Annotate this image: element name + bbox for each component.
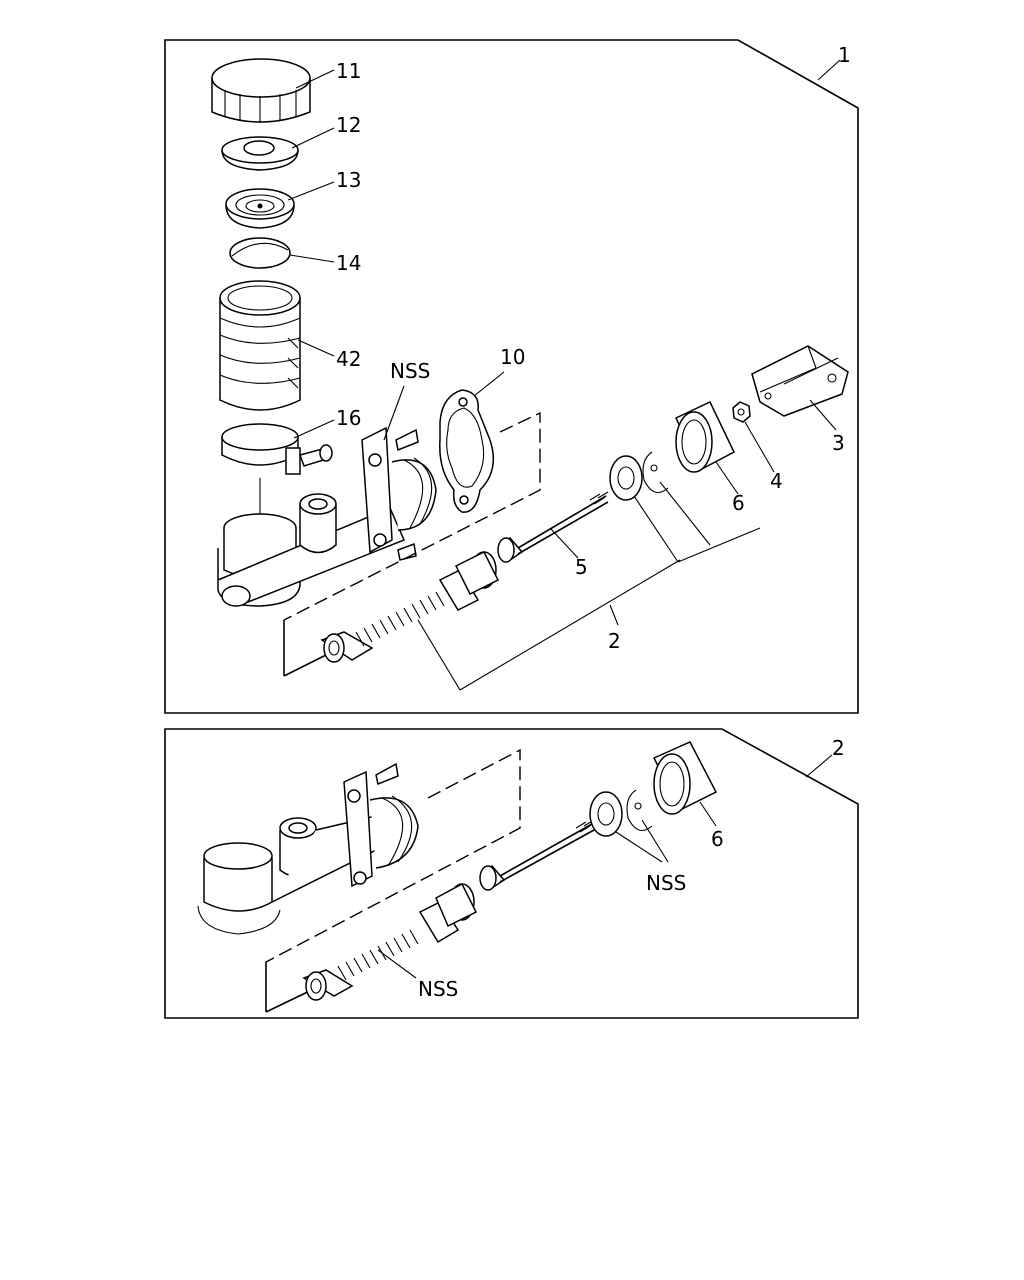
diaphragm-part xyxy=(225,181,335,229)
gasket-part xyxy=(439,371,505,513)
panel-2-snap-ring xyxy=(626,789,653,832)
reservoir-body-part xyxy=(219,280,335,411)
svg-text:2: 2 xyxy=(832,736,845,760)
clevis-part xyxy=(751,345,849,431)
callout-42: 42 xyxy=(336,347,361,371)
callout-2: 2 xyxy=(608,629,621,653)
callout-nss: NSS xyxy=(390,359,430,383)
callout-6-panel-2: 6 xyxy=(711,827,724,851)
boot-part xyxy=(675,401,739,495)
callout-10: 10 xyxy=(500,345,525,369)
nss-leader xyxy=(383,385,405,441)
callout-13: 13 xyxy=(336,168,361,192)
washer-part xyxy=(609,455,643,501)
callout-4: 4 xyxy=(770,469,783,493)
clamp-band-part xyxy=(221,419,335,475)
callout-12: 12 xyxy=(336,113,361,137)
panel-2-cylinder-body xyxy=(197,762,419,935)
spring-piston-part xyxy=(320,550,500,691)
callout-11: 11 xyxy=(336,59,361,83)
part-2-leader-bracket xyxy=(459,481,761,691)
seal-disc-part xyxy=(229,237,335,269)
panel-1-assembly-label: 1 xyxy=(817,43,851,81)
svg-text:1: 1 xyxy=(838,43,851,67)
panel-2-frame xyxy=(164,728,859,1019)
panel-2-nss-leaders xyxy=(615,819,669,863)
callout-nss-spring: NSS xyxy=(418,977,458,1001)
panel-2-boot xyxy=(652,741,718,827)
panel-2-spring-piston xyxy=(302,882,478,1001)
callout-16: 16 xyxy=(336,406,361,430)
panel-2-push-rod xyxy=(479,819,595,891)
callout-5: 5 xyxy=(575,555,588,579)
nut-part xyxy=(732,401,775,473)
callout-14: 14 xyxy=(336,251,361,275)
panel-1-frame xyxy=(164,39,859,714)
push-rod-part xyxy=(497,491,609,563)
reservoir-cap-part xyxy=(211,58,335,123)
callout-3: 3 xyxy=(832,431,845,455)
callout-6: 6 xyxy=(732,491,745,515)
panel-2-assembly-label: 2 xyxy=(805,736,845,778)
master-cylinder-body-part xyxy=(217,426,437,607)
snap-ring-part xyxy=(642,451,669,494)
panel-2-washer xyxy=(589,791,623,837)
plate-part xyxy=(221,127,335,171)
callout-nss-ring: NSS xyxy=(646,871,686,895)
